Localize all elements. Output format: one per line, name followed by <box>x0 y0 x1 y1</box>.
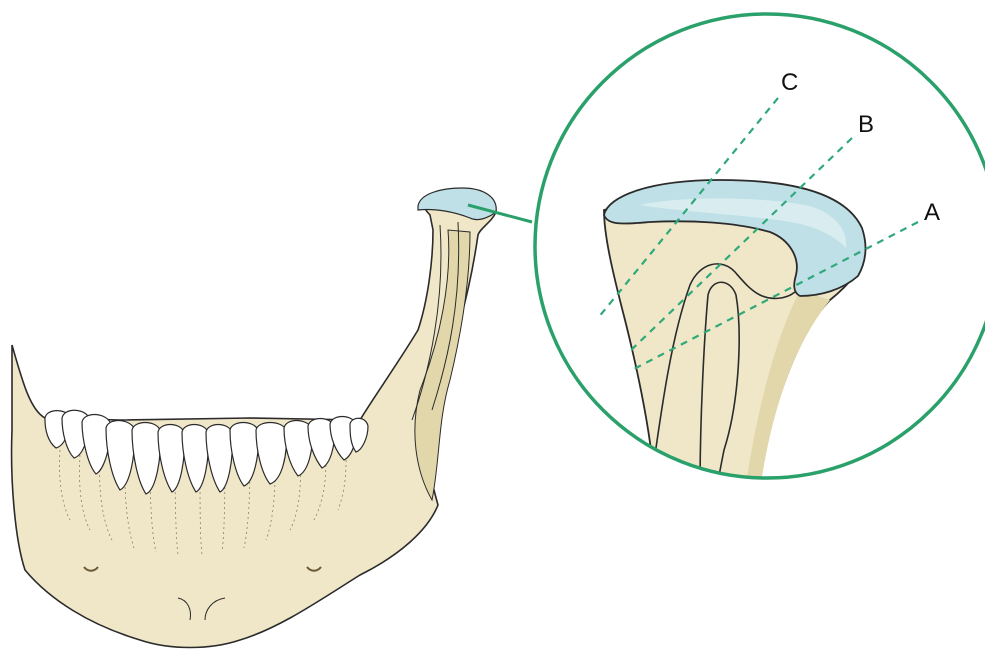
label-c: C <box>781 69 798 96</box>
label-b: B <box>858 111 874 138</box>
label-a: A <box>924 199 940 226</box>
